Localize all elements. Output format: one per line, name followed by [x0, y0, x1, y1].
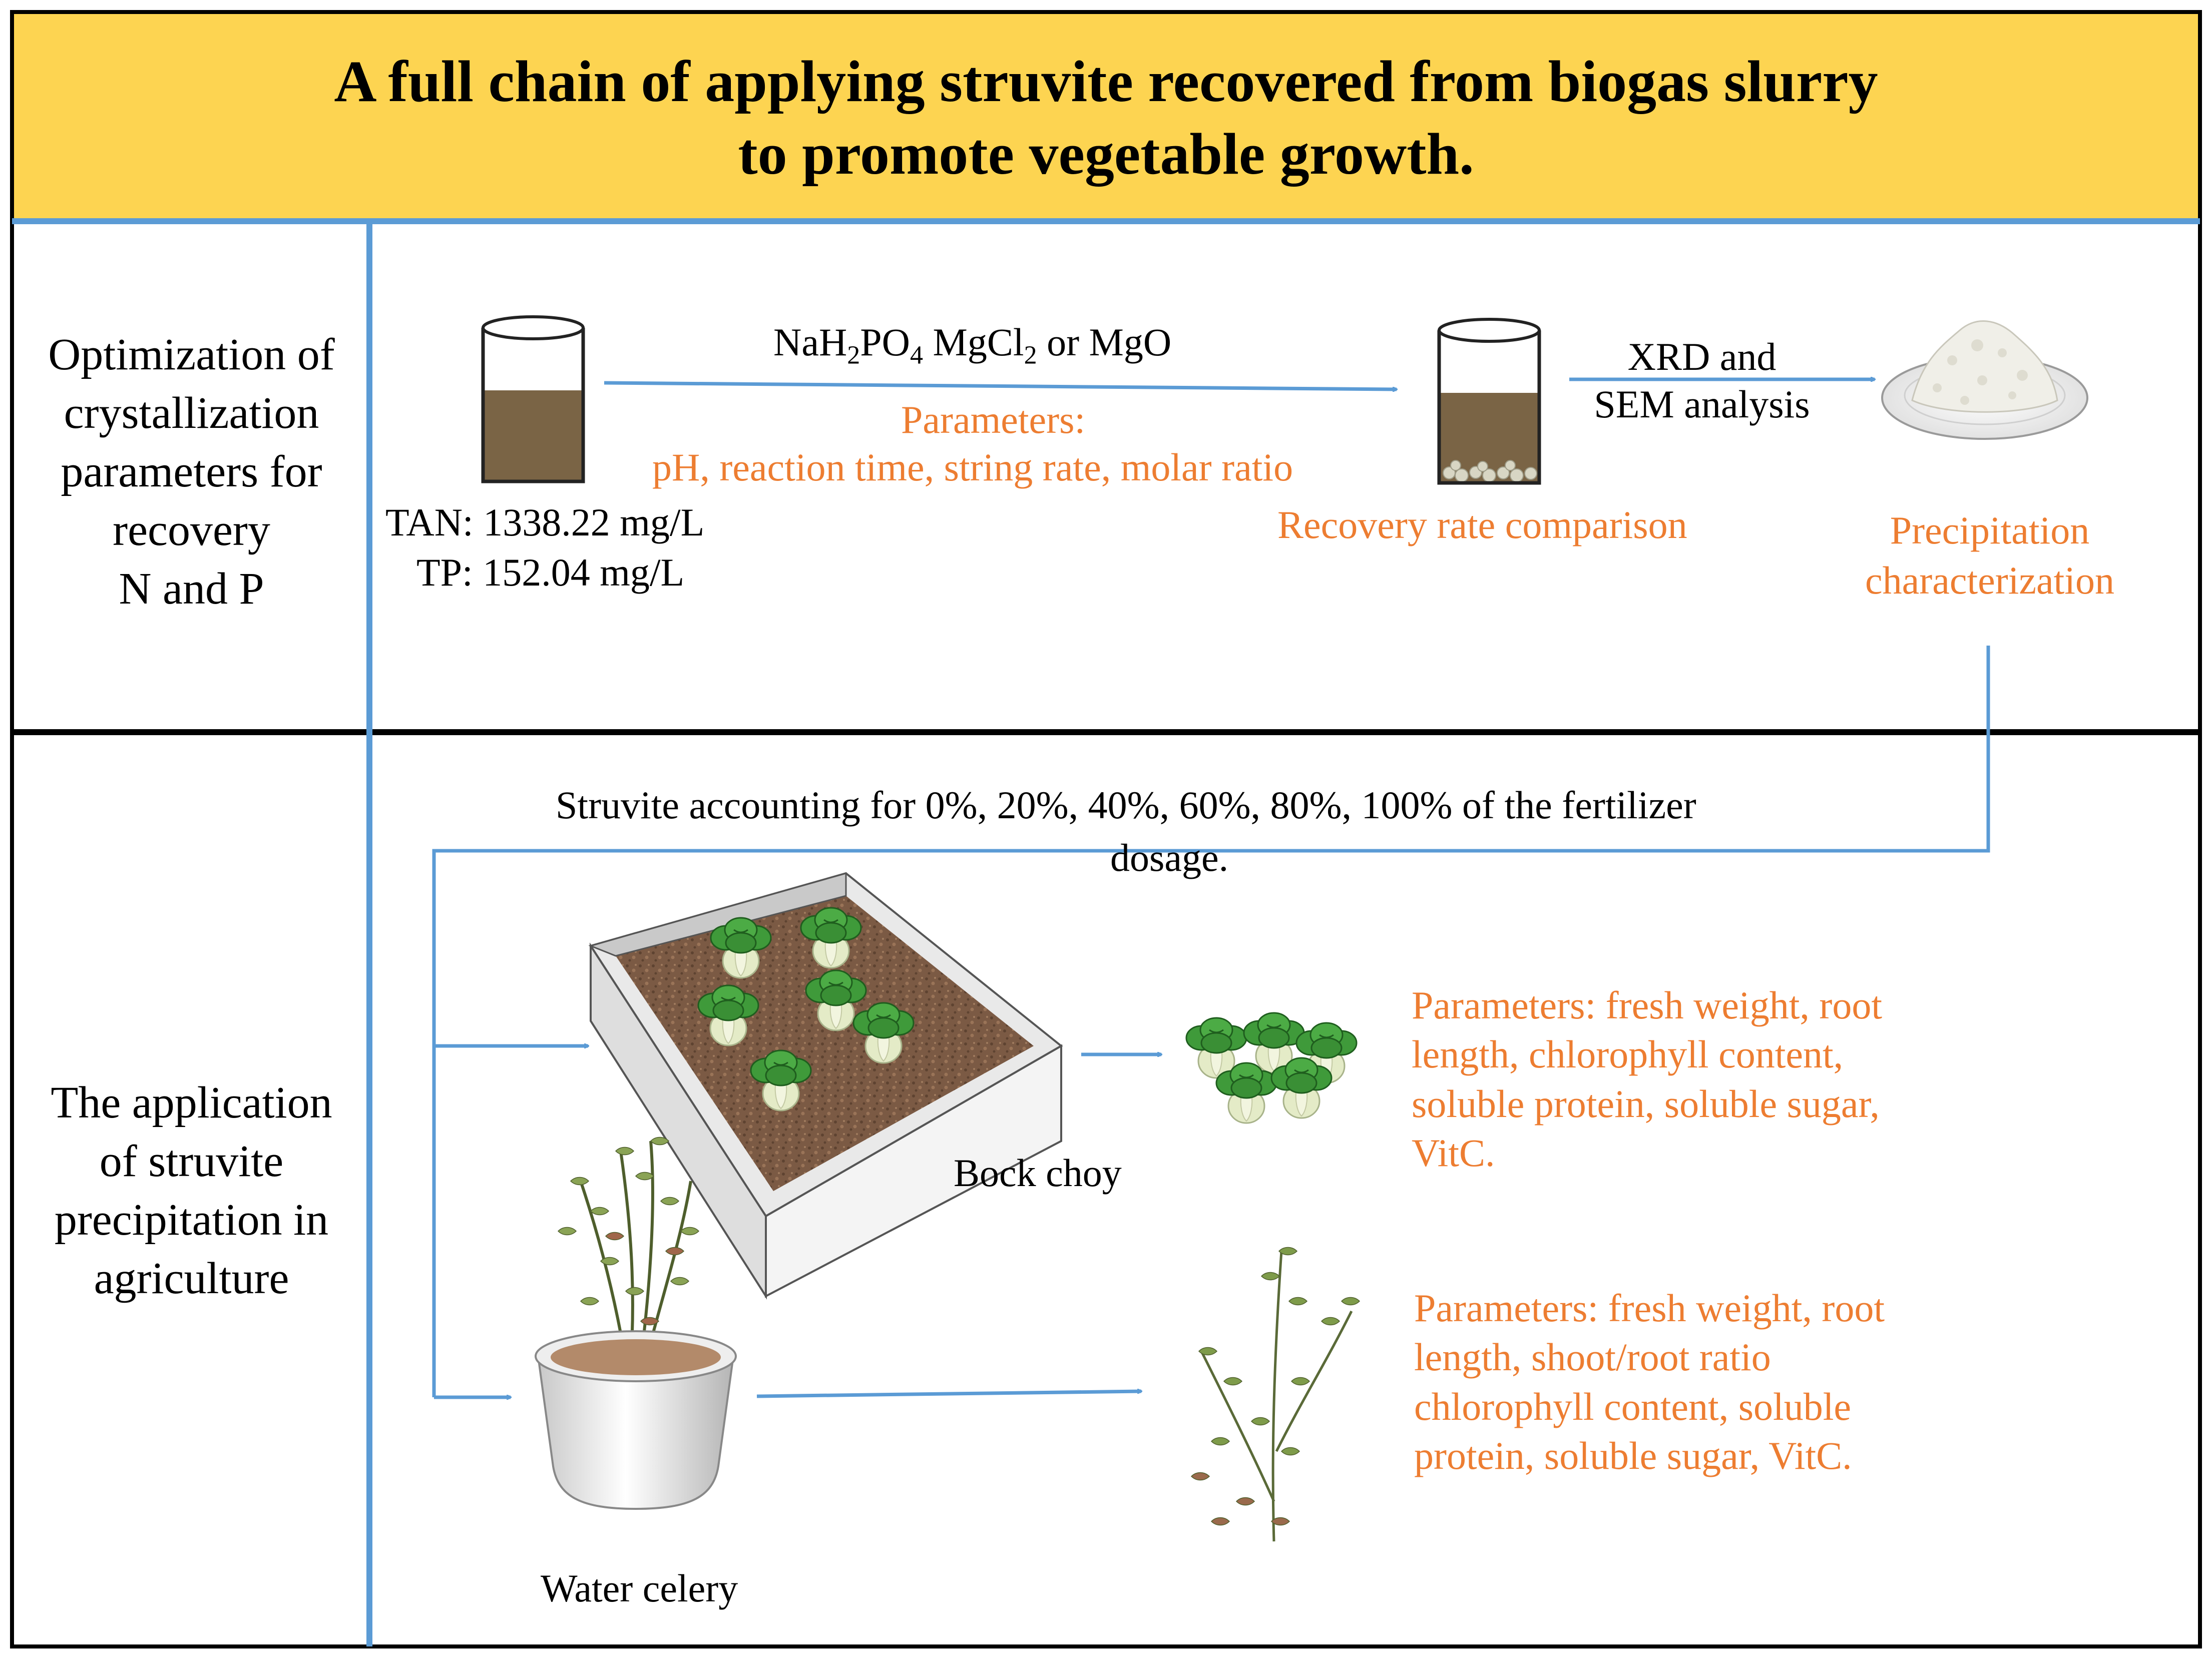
arrow-celery-result: [756, 1391, 1141, 1398]
water-celery-label: Water celery: [541, 1566, 738, 1610]
harvested-celery-icon: [1191, 1247, 1360, 1542]
section2-label: The application of struvite precipitatio…: [15, 1073, 368, 1308]
section1-label-line: crystallization: [64, 388, 319, 438]
struvite-crystal-plate-icon: [1881, 320, 2088, 440]
reagents-label: NaH2PO4 MgCl2 or MgO: [773, 320, 1171, 370]
bock-choy-parameters-line: soluble protein, soluble sugar,: [1412, 1081, 1880, 1126]
bock-choy-parameters-line: length, chlorophyll content,: [1412, 1032, 1844, 1076]
reagent-part: PO: [860, 320, 910, 364]
arrow-reaction: [604, 381, 1397, 389]
characterization-label-line: Precipitation: [1890, 508, 2090, 552]
bock-choy-parameters: Parameters: fresh weight, root length, c…: [1412, 981, 1882, 1178]
celery-parameters-line: Parameters: fresh weight, root: [1414, 1286, 1885, 1330]
title-line-1: A full chain of applying struvite recove…: [334, 49, 1878, 114]
section2-label-line: The application: [51, 1078, 332, 1128]
reagent-part: NaH: [773, 320, 847, 364]
celery-pot-plant-icon: [535, 1137, 737, 1510]
characterization-label: Precipitation characterization: [1822, 505, 2157, 606]
tp-value: TP: 152.04 mg/L: [416, 550, 685, 594]
celery-parameters-line: chlorophyll content, soluble: [1414, 1384, 1852, 1428]
celery-parameters-line: protein, soluble sugar, VitC.: [1414, 1433, 1852, 1477]
outer-frame: [10, 10, 2202, 1648]
beaker-slurry-icon: [481, 315, 585, 483]
section1-label-line: recovery: [113, 505, 270, 555]
characterization-label-line: characterization: [1865, 558, 2114, 602]
analysis-label: XRD and SEM analysis: [1562, 333, 1842, 428]
reagent-subscript: 4: [910, 341, 923, 370]
planting-tray-icon: [588, 872, 1063, 1300]
reagent-part: or MgO: [1037, 320, 1172, 364]
parameters-text: pH, reaction time, string rate, molar ra…: [652, 445, 1293, 489]
harvested-bok-choy-icon: [1185, 1012, 1358, 1124]
bock-choy-parameters-line: VitC.: [1412, 1131, 1495, 1175]
tan-value: TAN: 1338.22 mg/L: [385, 500, 705, 544]
analysis-label-line: SEM analysis: [1594, 382, 1810, 426]
title-banner: [12, 12, 2200, 220]
celery-parameters-line: length, shoot/root ratio: [1414, 1335, 1771, 1379]
section1-label-line: N and P: [119, 564, 264, 614]
struvite-dosage-line-2: dosage.: [1110, 836, 1229, 879]
connector-line: [432, 646, 1990, 1397]
analysis-label-line: XRD and: [1627, 335, 1777, 378]
title-line-2: to promote vegetable growth.: [738, 121, 1474, 187]
section2-label-line: of struvite: [99, 1137, 284, 1186]
bock-choy-label: Bock choy: [954, 1151, 1122, 1195]
beaker-precipitate-icon: [1437, 318, 1541, 485]
bock-choy-parameters-line: Parameters: fresh weight, root: [1412, 983, 1883, 1027]
recovery-rate-label: Recovery rate comparison: [1277, 503, 1687, 546]
parameters-label: Parameters:: [901, 398, 1086, 441]
reagent-subscript: 2: [847, 341, 860, 370]
section1-label: Optimization of crystallization paramete…: [15, 325, 368, 618]
section1-label-line: parameters for: [61, 447, 322, 496]
section2-label-line: precipitation in: [54, 1195, 329, 1245]
struvite-dosage-line-1: Struvite accounting for 0%, 20%, 40%, 60…: [556, 783, 1696, 827]
reagent-subscript: 2: [1024, 341, 1037, 370]
section2-label-line: agriculture: [94, 1254, 289, 1303]
reagent-part: MgCl: [923, 320, 1024, 364]
celery-parameters: Parameters: fresh weight, root length, s…: [1414, 1284, 1885, 1480]
section1-label-line: Optimization of: [48, 330, 335, 379]
